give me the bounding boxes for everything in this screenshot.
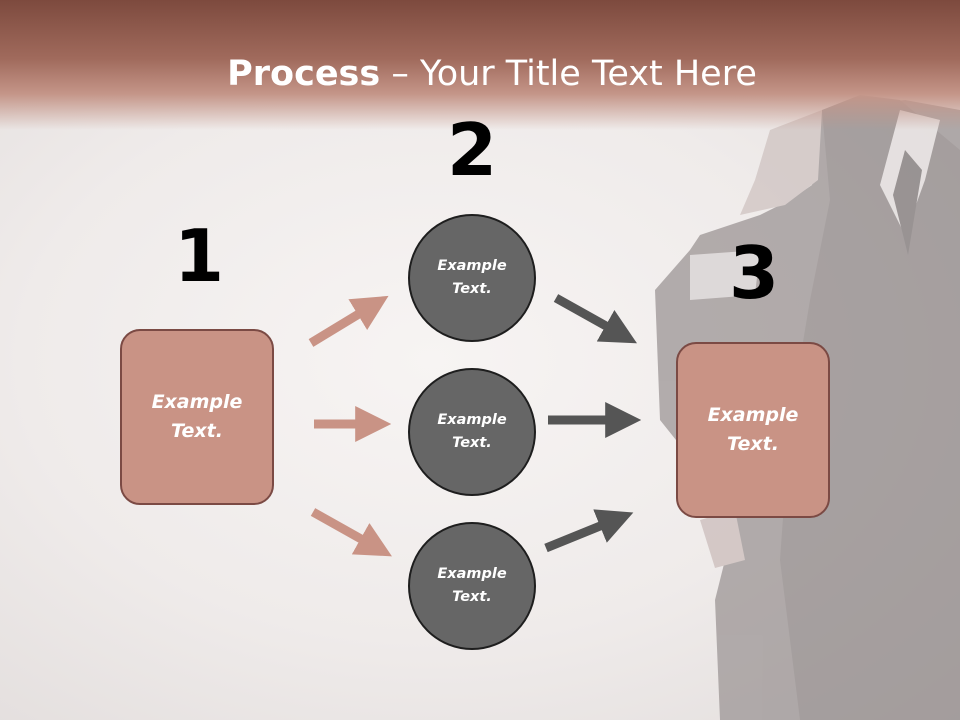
step-number-2: 2 xyxy=(446,108,498,192)
arrow-top-to-3 xyxy=(553,294,637,344)
slide-title: Process – Your Title Text Here xyxy=(0,52,960,96)
step-2-circle-bottom: Example Text. xyxy=(408,522,536,650)
circle-top-text: Example Text. xyxy=(437,258,507,297)
circle-bottom-text: Example Text. xyxy=(437,566,507,605)
step-number-3: 3 xyxy=(728,231,780,315)
arrow-1-to-top xyxy=(308,295,389,347)
circle-middle-text: Example Text. xyxy=(437,412,507,451)
step-2-circle-top: Example Text. xyxy=(408,214,536,342)
step-3-text: Example Text. xyxy=(707,404,799,455)
title-bold: Process xyxy=(227,54,381,94)
title-rest: – Your Title Text Here xyxy=(380,54,757,94)
step-2-circle-middle: Example Text. xyxy=(408,368,536,496)
step-1-box: Example Text. xyxy=(120,329,274,505)
step-3-box: Example Text. xyxy=(676,342,830,518)
title-banner xyxy=(0,0,960,130)
step-number-1: 1 xyxy=(173,214,225,298)
arrow-bottom-to-3 xyxy=(544,509,634,553)
arrow-1-to-bottom xyxy=(310,508,392,557)
step-1-text: Example Text. xyxy=(151,391,243,442)
